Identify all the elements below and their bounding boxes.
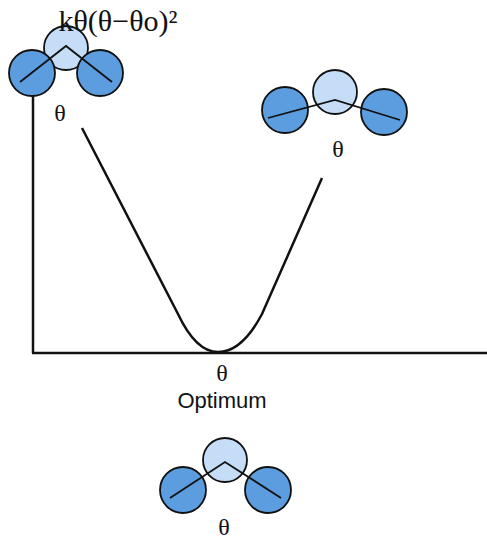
y-axis xyxy=(32,92,35,353)
optimum-label: Optimum xyxy=(177,389,266,413)
optimum-molecule xyxy=(160,438,291,513)
axis-angle-symbol: θ xyxy=(216,360,228,386)
angle-symbol: θ xyxy=(54,100,66,126)
x-axis xyxy=(32,352,487,355)
energy-curve xyxy=(82,128,322,352)
angle-symbol: θ xyxy=(218,514,230,540)
angle-symbol: θ xyxy=(332,136,344,162)
widened-molecule xyxy=(262,70,407,135)
bending-formula: kθ(θ−θo)² xyxy=(58,4,177,37)
